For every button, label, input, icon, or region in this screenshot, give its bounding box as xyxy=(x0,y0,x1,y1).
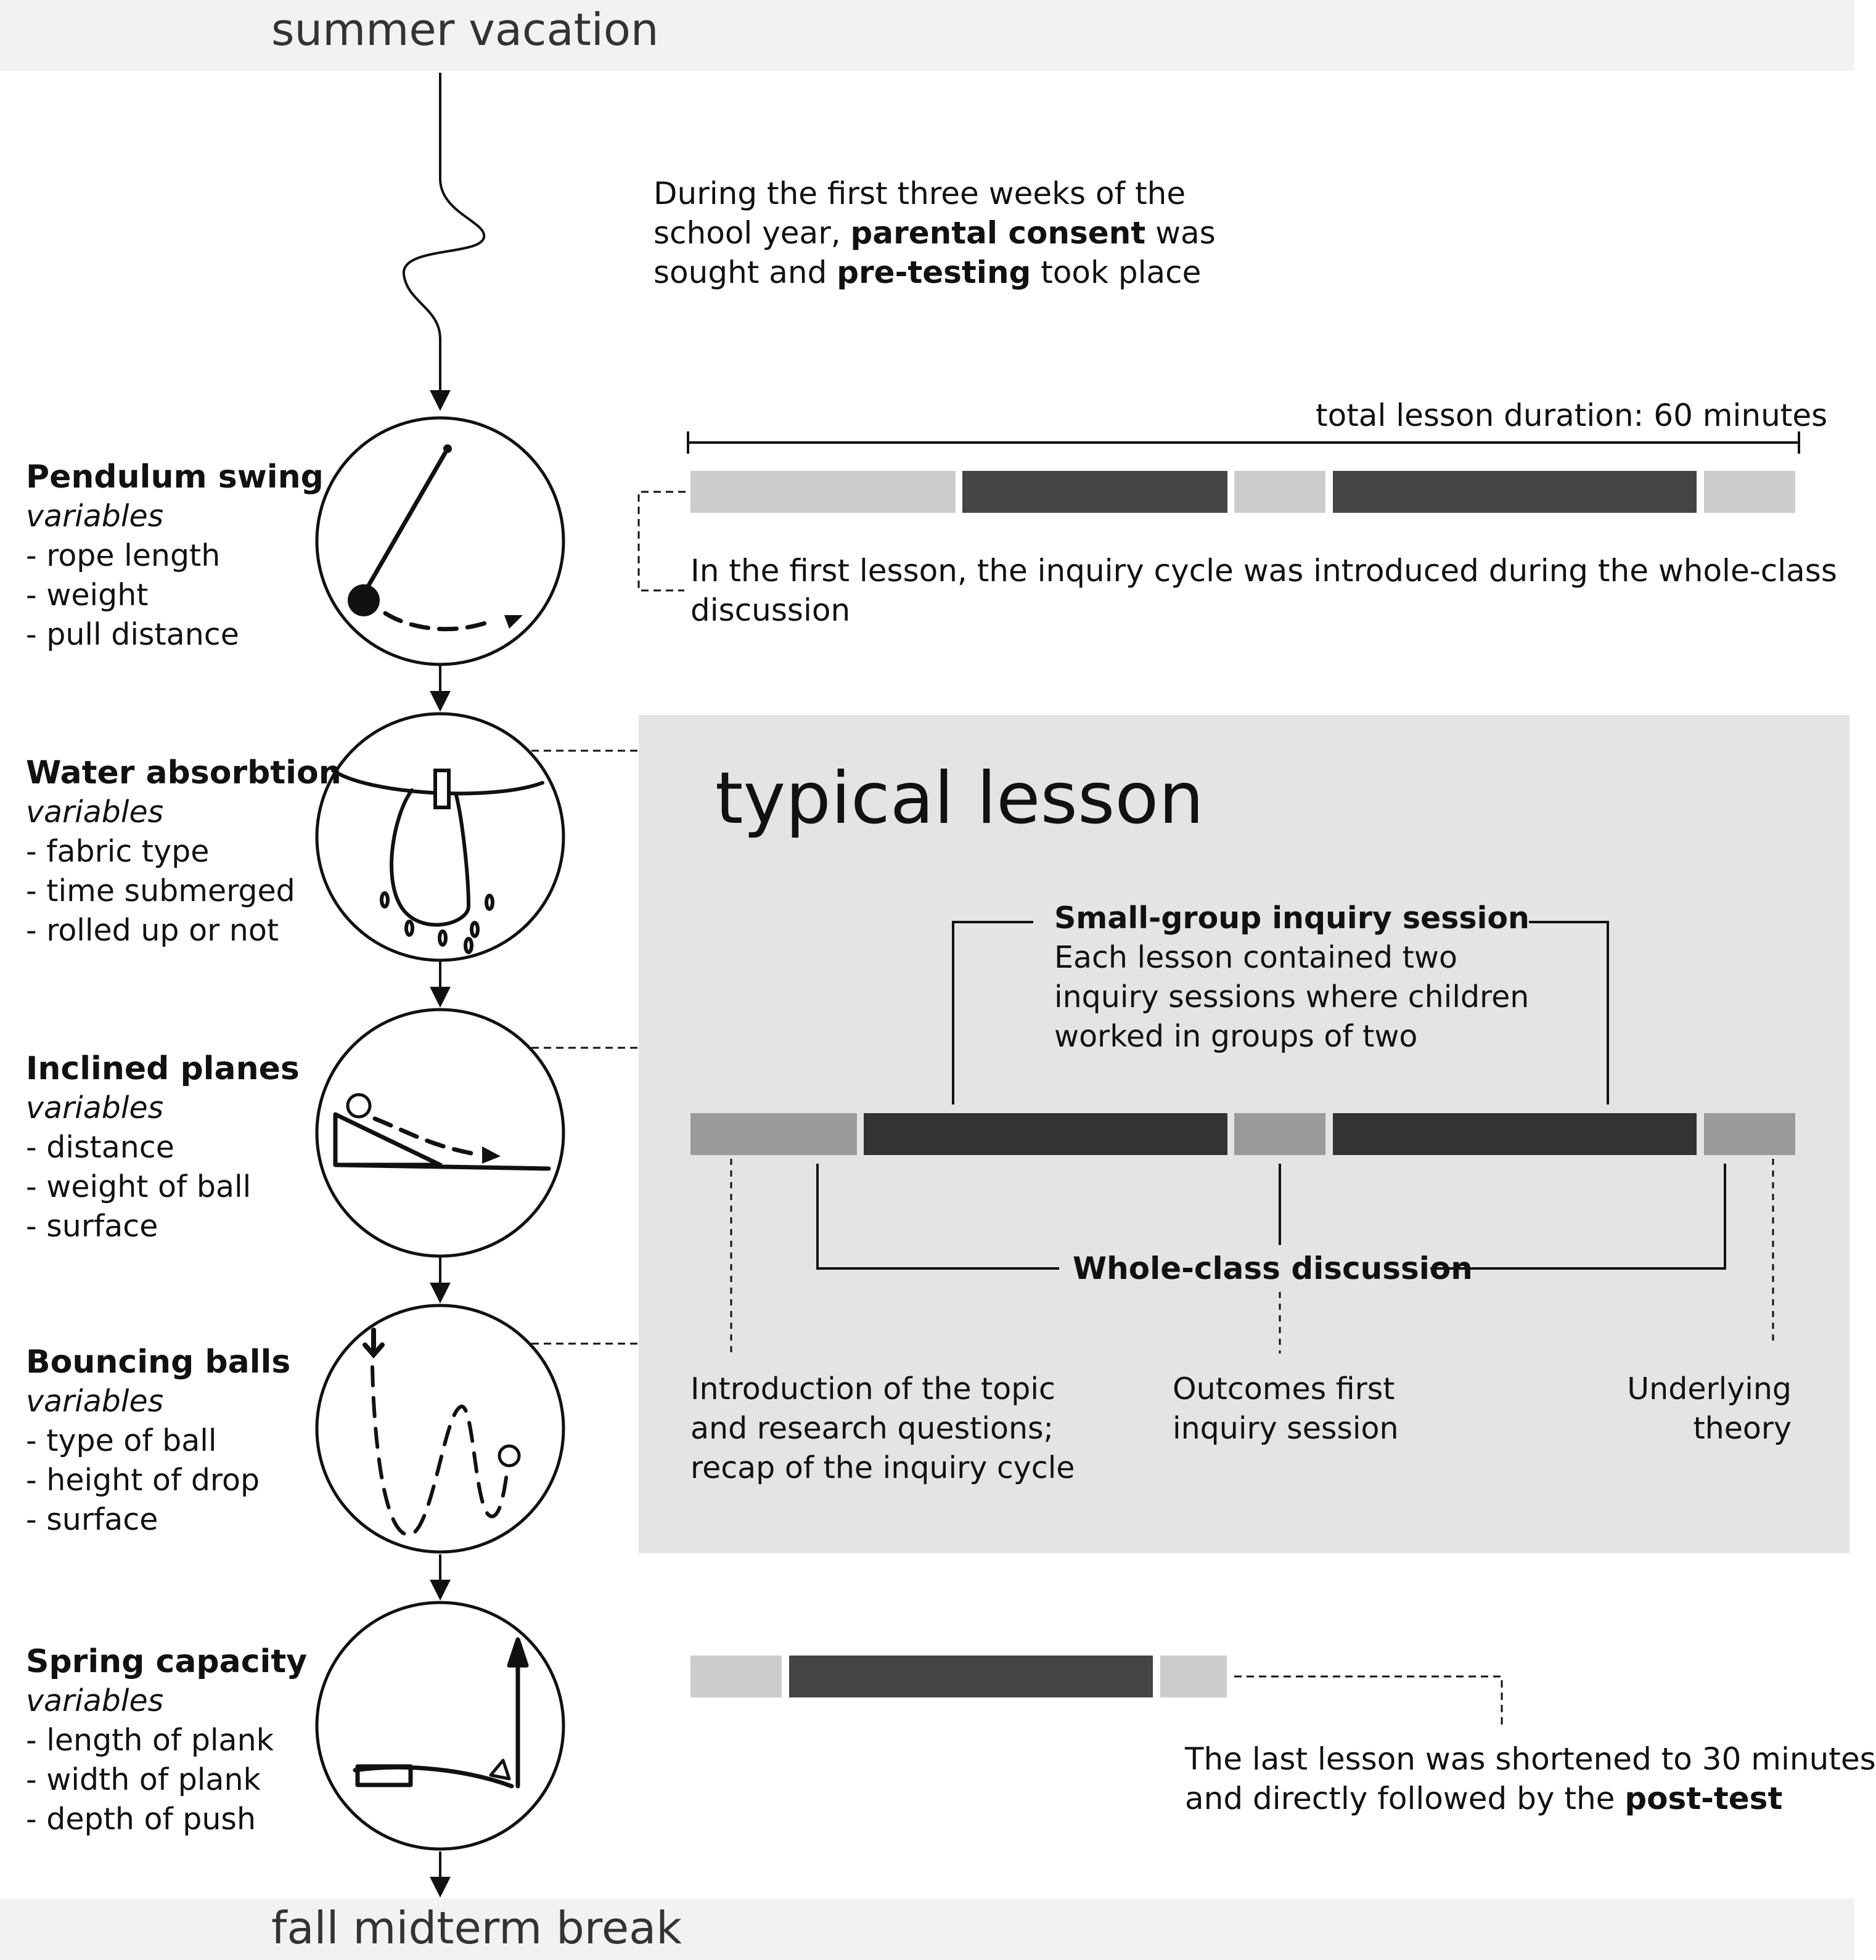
intro-segment-line: and research questions; xyxy=(690,1411,1054,1446)
bouncing-circle xyxy=(315,1304,565,1554)
summer-vacation-band: summer vacation xyxy=(0,0,1854,71)
variable-item: - type of ball xyxy=(26,1423,217,1458)
intro-note-line-1: During the first three weeks of the xyxy=(653,176,1186,211)
whole-class-bracket xyxy=(816,1164,1726,1270)
bouncing-ball-icon xyxy=(363,1328,521,1537)
outcomes-segment-description: Outcomes first inquiry session xyxy=(1173,1370,1399,1448)
duration-bracket xyxy=(687,431,1800,454)
intro-note-line-2: school year, parental consent was xyxy=(653,215,1216,251)
lesson-title: Water absorbtion xyxy=(26,754,342,791)
last-lesson-note: The last lesson was shortened to 30 minu… xyxy=(1185,1739,1876,1818)
lesson-title: Spring capacity xyxy=(26,1643,308,1680)
typical-bar-inquiry-2 xyxy=(1333,1113,1697,1155)
variables-label: variables xyxy=(26,1384,164,1419)
summer-vacation-label: summer vacation xyxy=(271,4,659,55)
last-lesson-bar-inquiry xyxy=(789,1656,1153,1697)
theory-segment-line: theory xyxy=(1693,1411,1792,1446)
variable-item: - time submerged xyxy=(26,873,295,909)
typical-bar-theory xyxy=(1704,1113,1795,1155)
variable-item: - length of plank xyxy=(26,1723,274,1758)
duration-label: total lesson duration: 60 minutes xyxy=(1316,398,1828,433)
fall-midterm-label: fall midterm break xyxy=(271,1902,682,1954)
small-group-bracket xyxy=(952,921,1609,1105)
lesson-inclined-planes: Inclined planes variables - distance - w… xyxy=(26,1049,300,1246)
small-group-line: worked in groups of two xyxy=(1054,1019,1418,1054)
water-circle xyxy=(315,712,565,962)
outcomes-segment-line: Outcomes first xyxy=(1173,1371,1395,1407)
whole-class-title: Whole-class discussion xyxy=(1073,1251,1473,1286)
intro-segment-description: Introduction of the topic and research q… xyxy=(690,1370,1075,1488)
pendulum-icon xyxy=(348,444,523,632)
variable-item: - distance xyxy=(26,1130,174,1165)
fall-midterm-band: fall midterm break xyxy=(0,1898,1854,1960)
last-lesson-note-line-1: The last lesson was shortened to 30 minu… xyxy=(1185,1741,1876,1777)
last-lesson-bar-intro xyxy=(690,1656,782,1697)
small-group-title: Small-group inquiry session xyxy=(1054,900,1530,936)
variables-label: variables xyxy=(26,1090,164,1125)
typical-bar-inquiry-1 xyxy=(864,1113,1227,1155)
variable-item: - weight xyxy=(26,578,149,613)
lesson-title: Bouncing balls xyxy=(26,1344,291,1381)
first-lesson-note-line-2: discussion xyxy=(690,592,851,628)
last-lesson-bar-theory xyxy=(1160,1656,1227,1697)
ramp-icon xyxy=(333,1093,551,1171)
first-lesson-bar-inquiry-2 xyxy=(1333,471,1697,513)
timeline-wavy-line xyxy=(402,73,486,411)
variables-label: variables xyxy=(26,1683,164,1718)
variable-item: - surface xyxy=(26,1209,158,1244)
lesson-bouncing-balls: Bouncing balls variables - type of ball … xyxy=(26,1342,290,1540)
last-lesson-note-connector xyxy=(1234,1675,1503,1726)
ramp-circle xyxy=(315,1008,565,1258)
lesson-spring-capacity: Spring capacity variables - length of pl… xyxy=(26,1642,307,1839)
variable-item: - width of plank xyxy=(26,1762,261,1797)
variable-item: - rope length xyxy=(26,538,221,573)
small-group-line: Each lesson contained two xyxy=(1054,940,1457,975)
segment-leaders xyxy=(730,1159,1774,1354)
intro-note-line-3: sought and pre-testing took place xyxy=(653,255,1202,290)
first-lesson-bar-outcomes xyxy=(1234,471,1325,513)
variables-label: variables xyxy=(26,794,164,830)
lesson-title: Pendulum swing xyxy=(26,459,324,496)
intro-segment-line: Introduction of the topic xyxy=(690,1371,1055,1407)
variable-item: - fabric type xyxy=(26,834,210,869)
intro-note: During the first three weeks of the scho… xyxy=(653,174,1216,292)
lesson-water: Water absorbtion variables - fabric type… xyxy=(26,753,342,950)
variable-item: - rolled up or not xyxy=(26,913,279,948)
variable-item: - height of drop xyxy=(26,1463,260,1498)
variable-item: - depth of push xyxy=(26,1802,256,1837)
small-group-line: inquiry sessions where children xyxy=(1054,979,1530,1015)
springboard-icon xyxy=(353,1637,529,1789)
first-lesson-note-connector xyxy=(637,491,686,592)
first-lesson-note-line-1: In the first lesson, the inquiry cycle w… xyxy=(690,553,1837,589)
variables-label: variables xyxy=(26,499,164,534)
small-group-description: Small-group inquiry session Each lesson … xyxy=(1054,899,1530,1056)
first-lesson-bar-theory xyxy=(1704,471,1795,513)
theory-segment-description: Underlying theory xyxy=(1603,1370,1792,1448)
lesson-pendulum: Pendulum swing variables - rope length -… xyxy=(26,457,324,655)
first-lesson-note: In the first lesson, the inquiry cycle w… xyxy=(690,551,1837,630)
outcomes-segment-line: inquiry session xyxy=(1173,1411,1399,1446)
typical-bar-intro xyxy=(690,1113,857,1155)
first-lesson-bar-intro xyxy=(690,471,956,513)
typical-bar-outcomes xyxy=(1234,1113,1325,1155)
intro-segment-line: recap of the inquiry cycle xyxy=(690,1450,1075,1485)
typical-lesson-heading: typical lesson xyxy=(715,757,1204,840)
variable-item: - weight of ball xyxy=(26,1169,252,1204)
lesson-title: Inclined planes xyxy=(26,1050,300,1087)
wet-cloth-icon xyxy=(331,769,544,954)
variable-item: - surface xyxy=(26,1502,158,1537)
theory-segment-line: Underlying xyxy=(1627,1371,1792,1407)
variable-item: - pull distance xyxy=(26,617,239,652)
last-lesson-note-line-2: and directly followed by the post-test xyxy=(1185,1781,1783,1816)
first-lesson-bar-inquiry-1 xyxy=(962,471,1227,513)
panel-connectors xyxy=(531,749,639,1345)
spring-circle xyxy=(315,1601,565,1851)
